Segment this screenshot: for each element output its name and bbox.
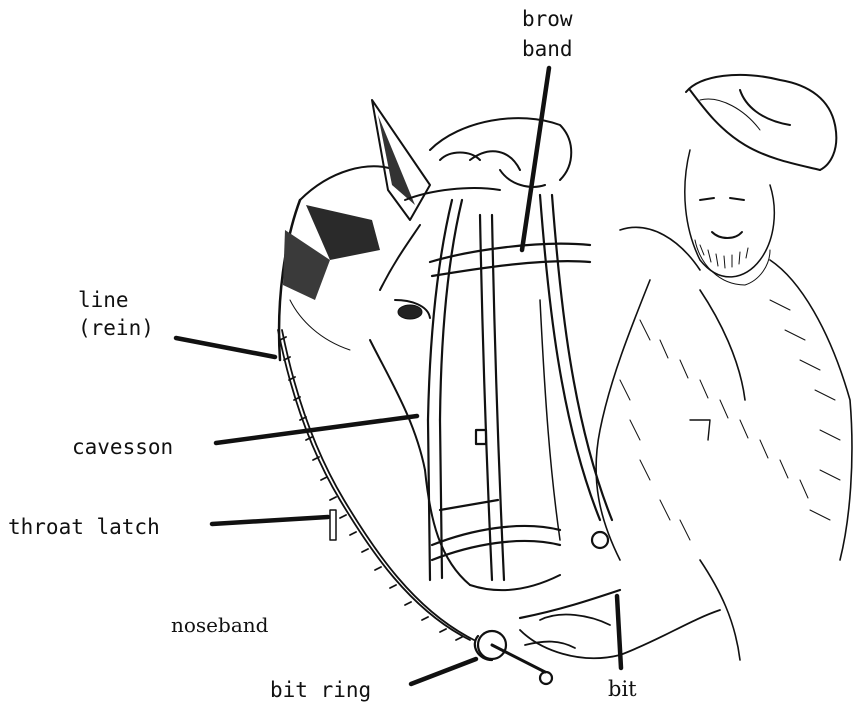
pointer-line-rein [176, 338, 275, 357]
label-brow-band-line2: band [522, 37, 573, 61]
pointer-throat-latch [212, 517, 328, 524]
label-bit-ring: bit ring [270, 676, 371, 704]
label-line-rein-line1: line [78, 288, 129, 312]
man-jacket [596, 227, 852, 660]
label-brow-band: brow band [522, 4, 573, 64]
label-noseband: noseband [171, 611, 268, 639]
label-cavesson: cavesson [72, 433, 173, 461]
hand-upper [430, 118, 571, 187]
horse-neck [279, 166, 395, 360]
pointer-cavesson [216, 416, 417, 443]
label-line-rein-line2: (rein) [78, 316, 154, 340]
horse-ear [372, 100, 430, 220]
pointer-brow-band [522, 68, 549, 250]
label-line-rein: line (rein) [78, 286, 154, 342]
bit-assembly [475, 532, 620, 684]
label-throat-latch: throat latch [8, 513, 160, 541]
pointer-bit-ring [411, 659, 476, 684]
bridle-straps [428, 195, 612, 580]
rein-line [278, 330, 474, 640]
man-hat [686, 75, 836, 170]
label-brow-band-line1: brow [522, 7, 573, 31]
man-face [685, 150, 775, 285]
pointer-lines [176, 68, 621, 684]
horse-head [370, 188, 560, 590]
label-bit: bit [608, 675, 637, 703]
pointer-bit [617, 596, 621, 668]
